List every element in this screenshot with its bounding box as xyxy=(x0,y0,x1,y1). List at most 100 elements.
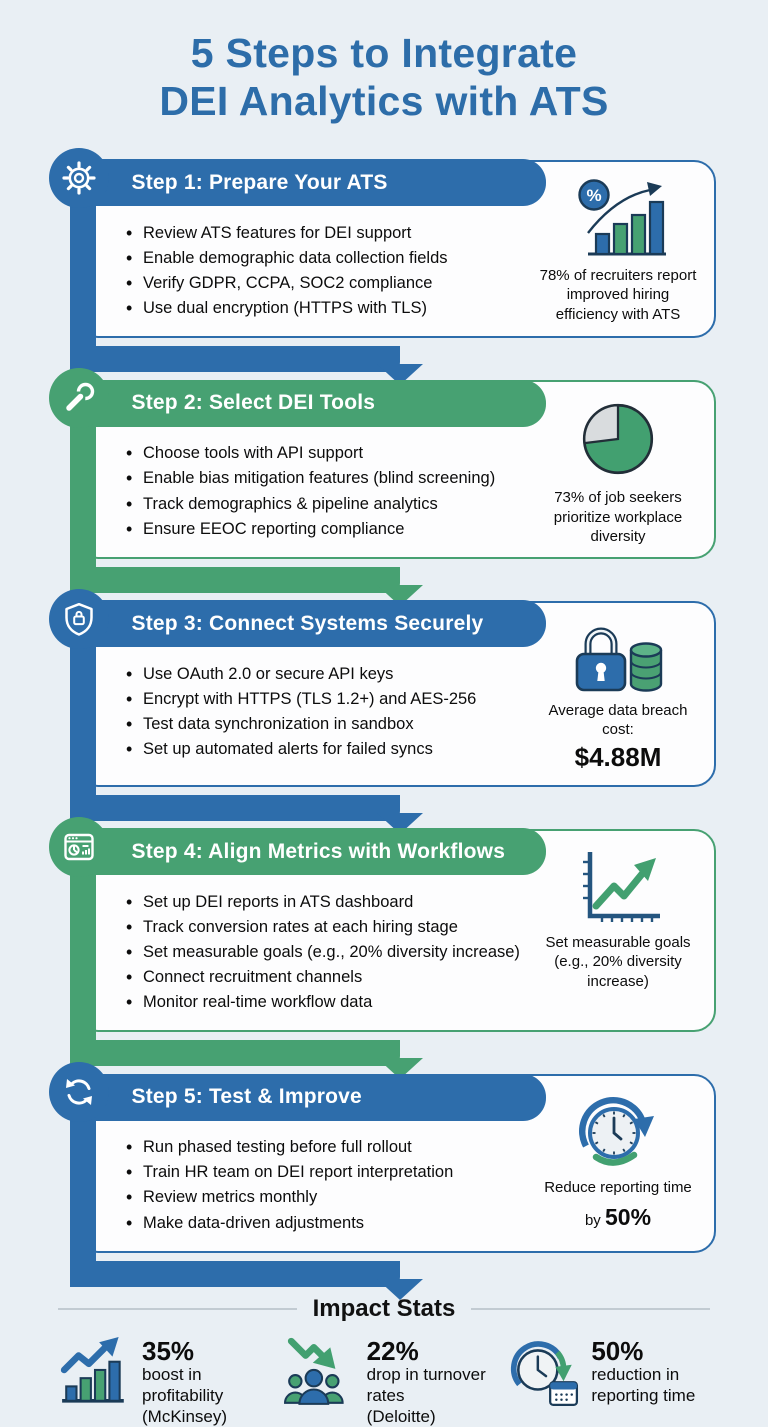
wrench-icon xyxy=(49,368,109,429)
connector-band xyxy=(70,640,96,821)
step-5-stat-prefix: by xyxy=(584,1211,605,1229)
impact-desc: reduction in reporting time xyxy=(591,1365,696,1405)
connector-band xyxy=(70,346,400,373)
step-1-stat-text: 78% of recruiters report improved hiring… xyxy=(539,266,697,323)
bullet-item: Track demographics & pipeline analytics xyxy=(124,493,536,516)
step-5: Step 5: Test & Improve Run phased testin… xyxy=(49,1062,716,1300)
steps-flow: Step 1: Prepare Your ATS Review ATS feat… xyxy=(49,147,716,1300)
connector-band xyxy=(70,1040,400,1067)
bullet-item: Use dual encryption (HTTPS with TLS) xyxy=(124,297,536,320)
svg-text:%: % xyxy=(586,186,601,205)
step-4-banner: Step 4: Align Metrics with Workflows xyxy=(75,828,547,876)
clock-calendar-icon xyxy=(507,1335,581,1427)
step-4: Step 4: Align Metrics with Workflows Set… xyxy=(49,816,716,1080)
step-1-banner: Step 1: Prepare Your ATS xyxy=(75,159,547,207)
percent-bar-chart-icon: % xyxy=(564,175,672,261)
impact-item-text: 35% boost in profitability (McKinsey) xyxy=(142,1335,283,1427)
divider-line xyxy=(58,1307,297,1310)
page-title-line1: 5 Steps to Integrate xyxy=(190,30,578,76)
step-5-banner: Step 5: Test & Improve xyxy=(75,1073,547,1121)
bullet-item: Test data synchronization in sandbox xyxy=(124,713,536,736)
bullet-item: Verify GDPR, CCPA, SOC2 compliance xyxy=(124,272,536,295)
step-5-bullets: Run phased testing before full rollout T… xyxy=(78,1076,536,1250)
step-3-bullets: Use OAuth 2.0 or secure API keys Encrypt… xyxy=(78,603,536,785)
connector-band xyxy=(70,794,400,821)
down-arrow-icon xyxy=(377,1278,423,1300)
step-4-title: Step 4: Align Metrics with Workflows xyxy=(131,839,506,863)
step-4-stat-text: Set measurable goals (e.g., 20% diversit… xyxy=(545,933,691,990)
impact-item-turnover: 22% drop in turnover rates (Deloitte) xyxy=(283,1335,508,1427)
bullet-item: Ensure EEOC reporting compliance xyxy=(124,518,536,541)
step-5-stat: Reduce reporting time by 50% xyxy=(536,1076,714,1250)
bullet-item: Set up automated alerts for failed syncs xyxy=(124,738,536,761)
bullet-item: Run phased testing before full rollout xyxy=(124,1136,536,1159)
step-5-stat-value: by 50% xyxy=(585,1203,651,1233)
step-5-title: Step 5: Test & Improve xyxy=(131,1085,362,1109)
step-3: Step 3: Connect Systems Securely Use OAu… xyxy=(49,588,716,834)
divider-line xyxy=(471,1307,710,1310)
dashboard-icon xyxy=(49,816,109,877)
step-1-card: Step 1: Prepare Your ATS Review ATS feat… xyxy=(75,159,716,339)
step-2-stat-text: 73% of job seekers prioritize workplace … xyxy=(553,489,683,546)
step-2: Step 2: Select DEI Tools Choose tools wi… xyxy=(49,368,716,606)
bullet-item: Encrypt with HTTPS (TLS 1.2+) and AES-25… xyxy=(124,688,536,711)
impact-item-profitability: 35% boost in profitability (McKinsey) xyxy=(58,1335,283,1427)
step-2-stat: 73% of job seekers prioritize workplace … xyxy=(536,382,714,557)
impact-stats-row: 35% boost in profitability (McKinsey) xyxy=(0,1333,768,1427)
step-4-card: Step 4: Align Metrics with Workflows Set… xyxy=(75,828,716,1033)
step-5-stat-text: Reduce reporting time xyxy=(544,1179,692,1197)
impact-item-text: 50% reduction in reporting time xyxy=(591,1335,732,1427)
bullet-item: Connect recruitment channels xyxy=(124,966,536,989)
connector-band xyxy=(70,199,96,373)
step-3-stat-value: $4.88M xyxy=(574,741,662,772)
impact-item-text: 22% drop in turnover rates (Deloitte) xyxy=(367,1335,508,1427)
clock-refresh-icon xyxy=(568,1089,668,1173)
connector-band xyxy=(70,420,96,593)
step-2-title: Step 2: Select DEI Tools xyxy=(131,391,376,415)
bullet-item: Set up DEI reports in ATS dashboard xyxy=(124,891,536,914)
step-3-stat: Average data breach cost: $4.88M xyxy=(536,603,714,785)
bullet-item: Track conversion rates at each hiring st… xyxy=(124,916,536,939)
growth-chart-icon xyxy=(568,844,668,928)
step-1-bullets: Review ATS features for DEI support Enab… xyxy=(78,162,536,336)
impact-item-reporting: 50% reduction in reporting time xyxy=(507,1335,732,1427)
impact-value: 35% xyxy=(142,1335,195,1366)
bullet-item: Choose tools with API support xyxy=(124,442,536,465)
connector-band xyxy=(70,868,96,1067)
impact-source: (McKinsey) xyxy=(142,1406,228,1426)
step-3-title: Step 3: Connect Systems Securely xyxy=(131,611,484,635)
step-5-card: Step 5: Test & Improve Run phased testin… xyxy=(75,1073,716,1253)
pie-chart-icon xyxy=(574,395,662,483)
page-title-line2: DEI Analytics with ATS xyxy=(159,77,609,124)
impact-value: 22% xyxy=(366,1335,419,1366)
people-arrow-down-icon xyxy=(283,1335,357,1427)
bullet-item: Make data-driven adjustments xyxy=(124,1212,536,1235)
bar-chart-arrow-up-icon xyxy=(58,1335,132,1427)
bullet-item: Enable demographic data collection field… xyxy=(124,247,536,270)
impact-desc: boost in profitability xyxy=(142,1365,224,1405)
impact-desc: drop in turnover rates xyxy=(366,1365,486,1405)
step-1-title: Step 1: Prepare Your ATS xyxy=(131,170,388,194)
step-2-banner: Step 2: Select DEI Tools xyxy=(75,379,547,427)
bullet-item: Use OAuth 2.0 or secure API keys xyxy=(124,663,536,686)
step-4-bullets: Set up DEI reports in ATS dashboard Trac… xyxy=(78,831,536,1031)
step-2-bullets: Choose tools with API support Enable bia… xyxy=(78,382,536,557)
bullet-item: Train HR team on DEI report interpretati… xyxy=(124,1161,536,1184)
bullet-item: Enable bias mitigation features (blind s… xyxy=(124,467,536,490)
step-1: Step 1: Prepare Your ATS Review ATS feat… xyxy=(49,147,716,386)
step-5-stat-bold: 50% xyxy=(604,1203,652,1230)
lock-database-icon xyxy=(566,616,670,696)
connector-band xyxy=(70,566,400,593)
bullet-item: Review ATS features for DEI support xyxy=(124,222,536,245)
step-3-stat-text: Average data breach cost: xyxy=(548,701,688,739)
step-3-card: Step 3: Connect Systems Securely Use OAu… xyxy=(75,600,716,787)
impact-source: (Deloitte) xyxy=(366,1406,436,1426)
bullet-item: Monitor real-time workflow data xyxy=(124,991,536,1014)
step-2-card: Step 2: Select DEI Tools Choose tools wi… xyxy=(75,379,716,559)
impact-value: 50% xyxy=(591,1335,644,1366)
connector-band xyxy=(70,1114,96,1287)
refresh-icon xyxy=(49,1062,109,1123)
step-1-stat: % 78% of recruiters report improved hiri… xyxy=(536,162,714,336)
bullet-item: Set measurable goals (e.g., 20% diversit… xyxy=(124,941,536,964)
gear-icon xyxy=(49,147,109,208)
